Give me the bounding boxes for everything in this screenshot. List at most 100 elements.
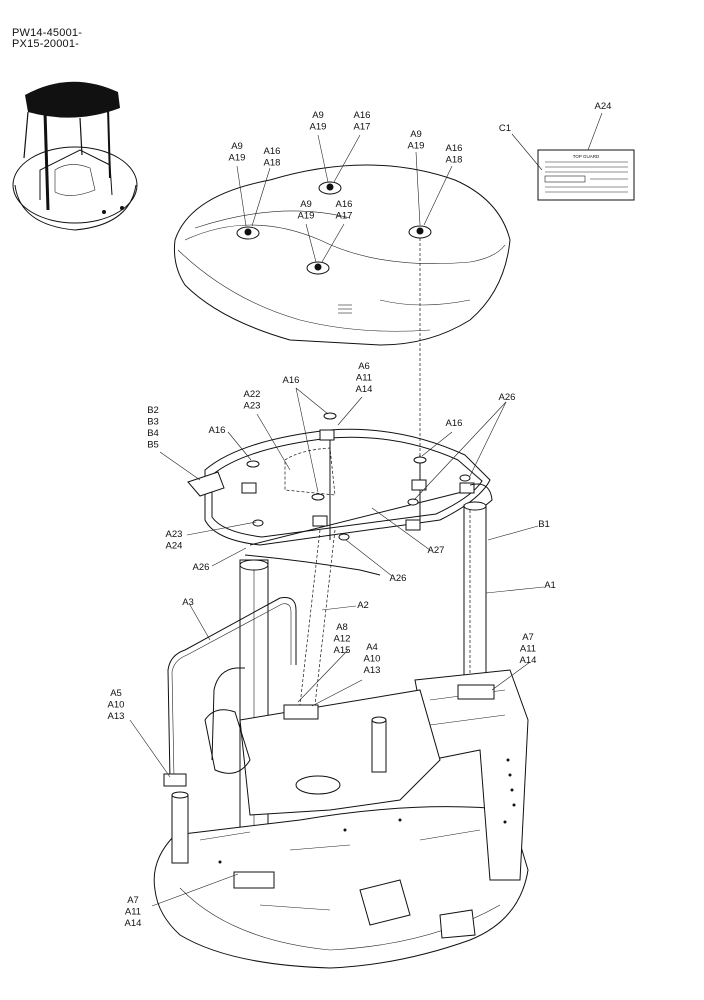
callout-line: A13 — [364, 665, 381, 676]
callout-line: A19 — [229, 153, 246, 164]
callout-a16-right: A16 — [446, 418, 463, 429]
callout-line: A1 — [544, 580, 556, 591]
callout-line: A27 — [428, 545, 445, 556]
serial-range-1: PW14-45001- — [12, 27, 83, 39]
canopy-roof — [174, 164, 511, 346]
callout-line: A18 — [446, 155, 463, 166]
callout-line: B5 — [147, 440, 159, 451]
callout-line: A23 — [166, 529, 183, 540]
serial-range-2: PX15-20001- — [12, 38, 80, 50]
mid-post — [299, 529, 336, 706]
callout-line: A14 — [520, 655, 537, 666]
handrail — [167, 597, 297, 781]
base-frame — [153, 669, 529, 969]
callout-a26-top: A26 — [499, 392, 516, 403]
callout-line: A13 — [108, 711, 125, 722]
callout-a24-top: A24 — [595, 101, 612, 112]
roof-boss-1 — [236, 226, 260, 240]
callout-line: A16 — [264, 146, 281, 157]
callout-line: A18 — [264, 158, 281, 169]
callout-line: A10 — [364, 654, 381, 665]
callout-line: A14 — [125, 918, 142, 929]
callout-line: A7 — [127, 895, 139, 906]
callout-line: A19 — [408, 141, 425, 152]
callout-line: A11 — [520, 644, 536, 655]
callout-line: A22 — [244, 389, 261, 400]
callout-c1: C1 — [499, 123, 511, 134]
callout-line: A26 — [193, 562, 210, 573]
callout-line: B3 — [147, 417, 159, 428]
callout-line: A11 — [356, 373, 372, 384]
callout-line: A23 — [244, 401, 261, 412]
callout-line: A19 — [310, 122, 327, 133]
callout-line: A15 — [334, 645, 351, 656]
callout-a26-low: A26 — [390, 573, 407, 584]
callout-line: B1 — [538, 519, 550, 530]
callout-line: A5 — [110, 688, 122, 699]
callout-line: A9 — [231, 141, 243, 152]
callout-line: A7 — [522, 632, 534, 643]
leader-lines — [129, 112, 603, 907]
callout-a16-mid: A16 — [283, 375, 300, 386]
callout-line: A26 — [390, 573, 407, 584]
callout-line: A16 — [336, 199, 353, 210]
callout-a3: A3 — [182, 597, 194, 608]
callout-line: B4 — [147, 428, 159, 439]
callout-line: A12 — [334, 634, 351, 645]
callout-line: A3 — [182, 597, 194, 608]
callout-line: B2 — [147, 405, 159, 416]
callout-line: A9 — [312, 110, 324, 121]
callout-line: A17 — [354, 122, 371, 133]
callout-line: A24 — [595, 101, 612, 112]
callout-a26-left: A26 — [193, 562, 210, 573]
callout-line: A6 — [358, 361, 370, 372]
roof-boss-2 — [318, 181, 342, 195]
callout-a16-left: A16 — [209, 425, 226, 436]
callout-a27: A27 — [428, 545, 445, 556]
callout-line: A19 — [298, 211, 315, 222]
guard-frame — [187, 412, 493, 576]
callout-line: A14 — [356, 384, 373, 395]
callout-line: A16 — [209, 425, 226, 436]
rear-post — [463, 501, 487, 691]
callout-line: A2 — [357, 600, 369, 611]
callout-line: A4 — [366, 642, 378, 653]
callout-line: A16 — [446, 418, 463, 429]
callout-line: A9 — [300, 199, 312, 210]
roof-boss-4 — [408, 225, 432, 239]
callout-line: A26 — [499, 392, 516, 403]
callout-line: A16 — [283, 375, 300, 386]
callout-a1: A1 — [544, 580, 556, 591]
callout-b1: B1 — [538, 519, 550, 530]
callout-line: C1 — [499, 123, 511, 134]
roof-boss-3 — [306, 261, 330, 275]
callout-line: A11 — [125, 907, 141, 918]
machine-thumbnail — [12, 81, 138, 231]
callout-line: A16 — [354, 110, 371, 121]
callout-line: A10 — [108, 700, 125, 711]
top-guard-decal: TOP GUARD — [537, 149, 635, 201]
callout-a2: A2 — [357, 600, 369, 611]
decal-title: TOP GUARD — [573, 154, 600, 159]
callout-line: A17 — [336, 211, 353, 222]
callout-line: A8 — [336, 622, 348, 633]
